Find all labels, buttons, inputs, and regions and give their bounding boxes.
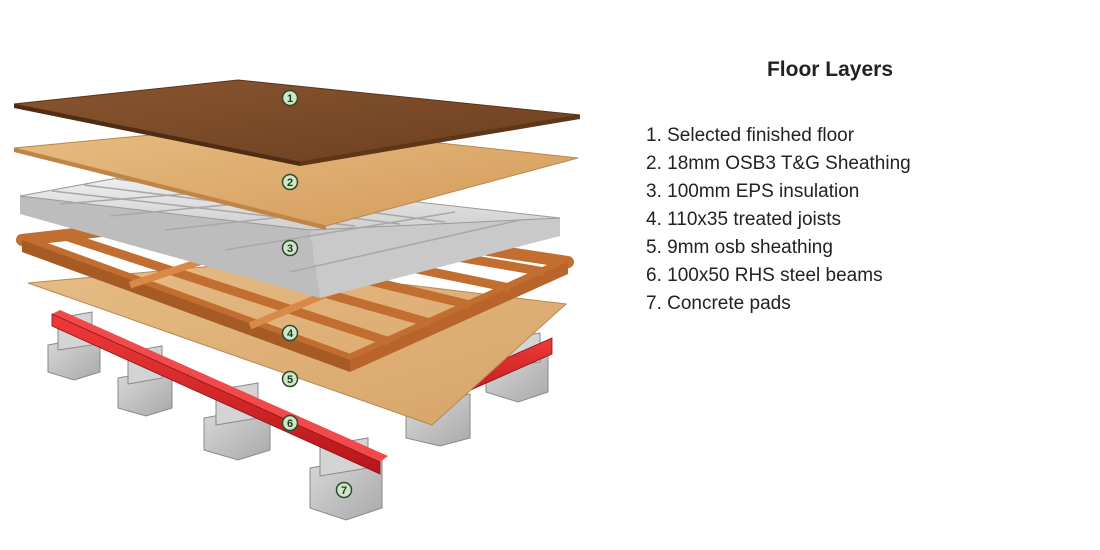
- legend-item: 1. Selected finished floor: [646, 125, 855, 146]
- layer-badge-1: 1: [281, 89, 299, 107]
- svg-text:3: 3: [287, 243, 293, 255]
- legend-item: 6. 100x50 RHS steel beams: [646, 265, 883, 286]
- layer-badge-4: 4: [281, 324, 299, 342]
- legend-item: 2. 18mm OSB3 T&G Sheathing: [646, 153, 911, 174]
- layer-badge-2: 2: [281, 173, 299, 191]
- layer-badge-6: 6: [281, 414, 299, 432]
- svg-text:4: 4: [287, 328, 294, 340]
- legend-item: 3. 100mm EPS insulation: [646, 181, 860, 202]
- legend-item: 5. 9mm osb sheathing: [646, 237, 833, 258]
- floor-layers-diagram: 1 2 3 4 5 6 7: [13, 79, 581, 521]
- svg-text:7: 7: [341, 485, 347, 497]
- svg-text:2: 2: [287, 177, 293, 189]
- legend-item: 4. 110x35 treated joists: [646, 209, 842, 230]
- svg-text:1: 1: [287, 93, 293, 105]
- svg-text:6: 6: [287, 418, 293, 430]
- legend-list: 1. Selected finished floor 2. 18mm OSB3 …: [646, 122, 911, 318]
- layer-badge-3: 3: [281, 239, 299, 257]
- layer-badge-5: 5: [281, 370, 299, 388]
- layer-badge-7: 7: [335, 481, 353, 499]
- finished-floor-layer: [13, 79, 581, 166]
- svg-text:5: 5: [287, 374, 293, 386]
- legend-title: Floor Layers: [766, 58, 894, 81]
- legend-item: 7. Concrete pads: [646, 293, 791, 314]
